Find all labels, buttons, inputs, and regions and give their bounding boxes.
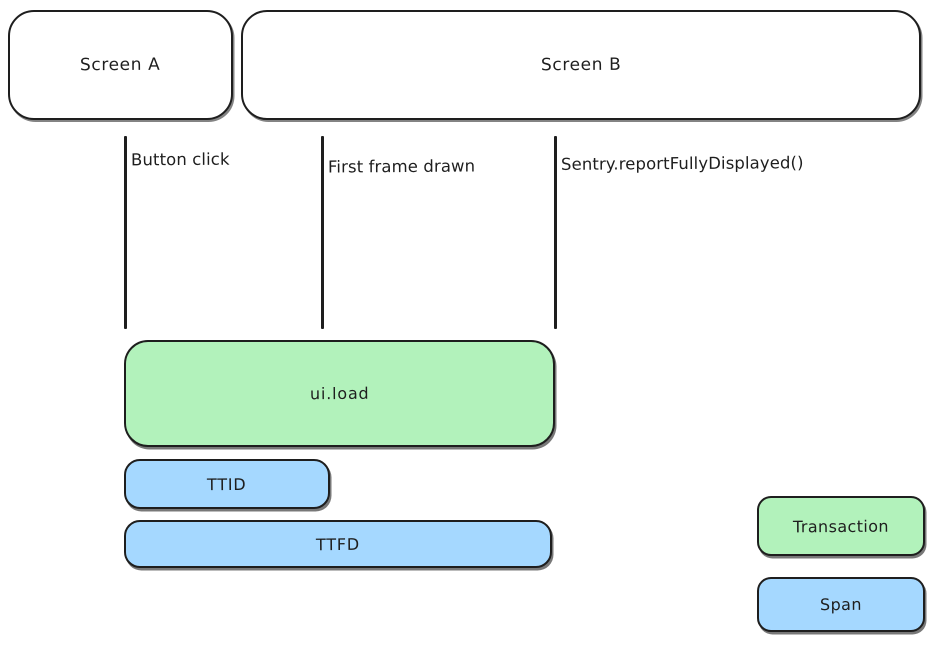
timeline-bar-ttid-label: TTID xyxy=(207,474,247,494)
timeline-bar-ui-load-label: ui.load xyxy=(309,383,370,404)
marker-label-button-click: Button click xyxy=(130,149,230,170)
timeline-bar-ttfd: TTFD xyxy=(124,520,552,568)
screen-a-label: Screen A xyxy=(80,54,161,76)
marker-label-report-fully-displayed: Sentry.reportFullyDisplayed() xyxy=(560,153,804,174)
screen-b-label: Screen B xyxy=(540,54,622,76)
screen-frame-b: Screen B xyxy=(241,10,921,120)
legend-item-transaction: Transaction xyxy=(757,496,925,556)
marker-line-button-click xyxy=(124,136,127,329)
marker-line-first-frame-drawn xyxy=(321,136,324,329)
screen-frame-a: Screen A xyxy=(8,10,233,120)
marker-line-report-fully-displayed xyxy=(554,136,557,329)
legend-span-label: Span xyxy=(819,594,862,615)
timeline-bar-ttid: TTID xyxy=(124,459,330,509)
timeline-bar-ui-load: ui.load xyxy=(124,340,555,447)
legend-transaction-label: Transaction xyxy=(792,516,890,536)
marker-label-first-frame-drawn: First frame drawn xyxy=(327,156,476,177)
legend-item-span: Span xyxy=(757,577,925,632)
timeline-bar-ttfd-label: TTFD xyxy=(315,534,361,554)
